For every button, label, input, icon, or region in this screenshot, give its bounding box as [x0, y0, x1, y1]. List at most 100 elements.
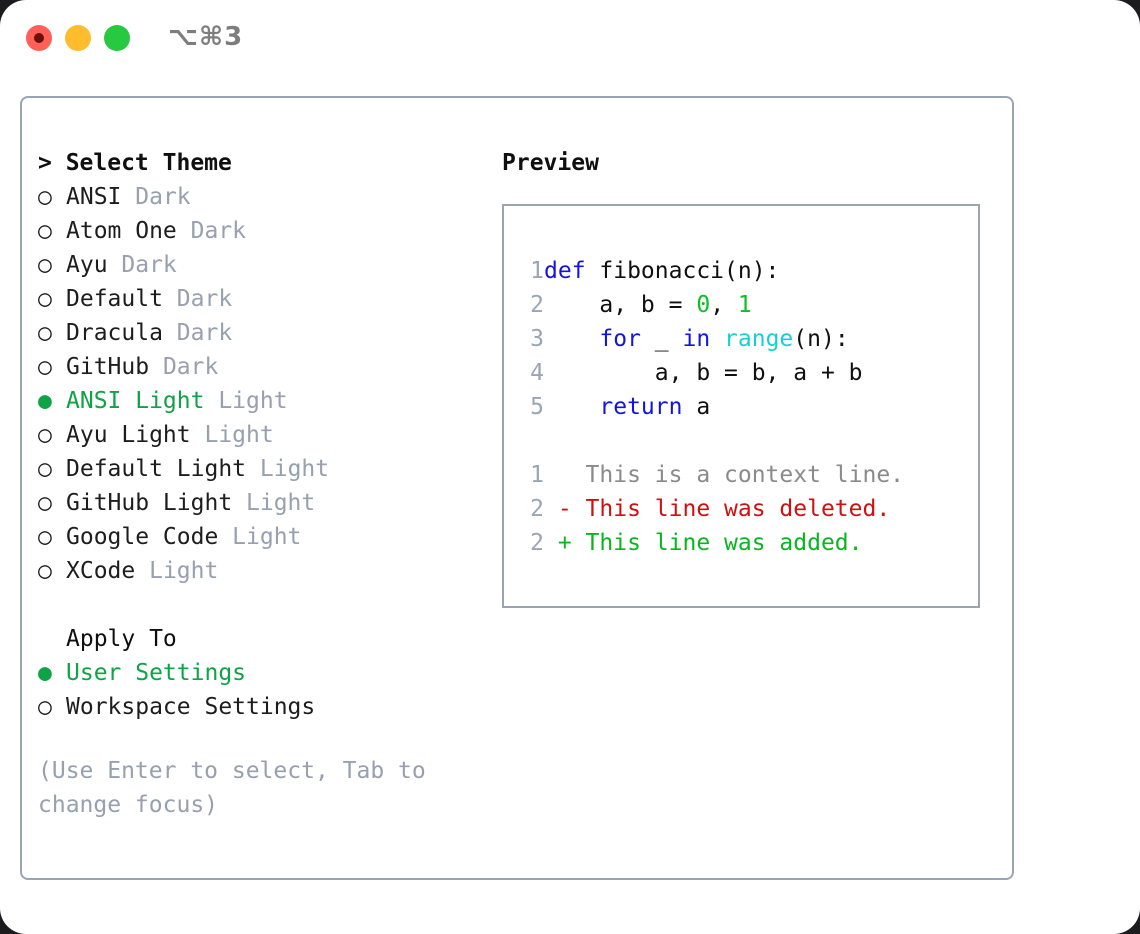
theme-name-label: Atom One — [66, 218, 191, 244]
radio-unselected-icon: ○ — [38, 694, 52, 720]
theme-name-label: GitHub Light — [66, 490, 247, 516]
apply-to-list[interactable]: ●User Settings ○ Workspace Settings — [38, 656, 498, 724]
code-token — [544, 394, 599, 420]
theme-variant-tag: Light — [218, 388, 288, 414]
apply-to-label: Workspace Settings — [66, 694, 316, 720]
code-line: 1def fibonacci(n): — [518, 254, 904, 288]
code-token: 0 — [696, 292, 711, 318]
keyboard-shortcut-label: ⌥⌘3 — [168, 22, 244, 52]
preview-gap — [518, 424, 904, 458]
close-button-icon[interactable] — [26, 25, 52, 51]
line-number: 5 — [530, 394, 544, 420]
code-token: a, b = b, a + b — [544, 360, 863, 386]
theme-list-item[interactable]: ○Dracula Dark — [38, 316, 498, 350]
theme-list-item[interactable]: ○Ayu Dark — [38, 248, 498, 282]
code-token: 1 — [737, 292, 752, 318]
code-token: in — [682, 326, 711, 352]
theme-variant-tag: Dark — [176, 320, 233, 346]
theme-list-item[interactable]: ○ ANSI Dark — [38, 180, 498, 214]
radio-unselected-icon: ○ — [38, 184, 52, 210]
radio-unselected-icon: ○ — [38, 558, 52, 584]
code-line: 3 for _ in range(n): — [518, 322, 904, 356]
theme-list-item[interactable]: ○XCode Light — [38, 554, 498, 588]
code-token: a — [682, 394, 711, 420]
theme-list-item[interactable]: ○ GitHub Light Light — [38, 486, 498, 520]
apply-to-header-indent — [38, 622, 66, 656]
content-frame: > Select Theme ○ANSI Dark○Atom One Dark○… — [20, 96, 1014, 880]
theme-name-label: Default Light — [66, 456, 260, 482]
traffic-light-buttons — [26, 25, 130, 51]
radio-unselected-icon: ○ — [38, 218, 52, 244]
theme-name-label: GitHub — [66, 354, 163, 380]
radio-unselected-icon: ○ — [38, 286, 52, 312]
line-number: 1 — [530, 258, 544, 284]
theme-variant-tag: Dark — [162, 354, 219, 380]
radio-unselected-icon: ○ — [38, 422, 52, 448]
code-line: 5 return a — [518, 390, 904, 424]
theme-name-label: ANSI Light — [66, 388, 219, 414]
diff-line: 2 + This line was added. — [518, 526, 904, 560]
theme-list[interactable]: ○ ANSI Dark ○ Atom One Dark ○Ayu Dark ○ Defaul… — [38, 180, 498, 588]
theme-name-label: ANSI — [66, 184, 136, 210]
code-token: - This line was deleted. — [544, 496, 891, 522]
theme-name-label: Ayu Light — [66, 422, 205, 448]
theme-variant-tag: Light — [232, 524, 302, 550]
two-column-layout: > Select Theme ○ANSI Dark○Atom One Dark○… — [22, 98, 1012, 878]
theme-name-label: Default — [66, 286, 177, 312]
radio-unselected-icon: ○ — [38, 354, 52, 380]
code-token: return — [599, 394, 683, 420]
apply-to-item[interactable]: ○ Workspace Settings — [38, 690, 498, 724]
theme-list-item[interactable]: ● ANSI Light Light — [38, 384, 498, 418]
theme-list-item[interactable]: ○ Atom One Dark — [38, 214, 498, 248]
theme-list-item[interactable]: ○ Default Light Light — [38, 452, 498, 486]
code-line: 2 a, b = 0, 1 — [518, 288, 904, 322]
line-number: 2 — [530, 292, 544, 318]
code-token — [710, 326, 724, 352]
apply-to-header: Apply To — [38, 622, 498, 656]
radio-unselected-icon: ○ — [38, 456, 52, 482]
diff-line: 2 - This line was deleted. — [518, 492, 904, 526]
code-token: (n): — [793, 326, 849, 352]
select-theme-header: > Select Theme — [38, 150, 232, 176]
theme-variant-tag: Dark — [135, 184, 191, 210]
theme-variant-tag: Light — [246, 490, 316, 516]
code-token: for — [599, 326, 641, 352]
code-line: 4 a, b = b, a + b — [518, 356, 904, 390]
radio-unselected-icon: ○ — [38, 524, 52, 550]
code-token: fibonacci(n): — [585, 258, 780, 284]
line-number: 1 — [530, 462, 544, 488]
theme-variant-tag: Light — [149, 558, 219, 584]
line-number: 2 — [530, 496, 544, 522]
radio-unselected-icon: ○ — [38, 490, 52, 516]
radio-selected-icon: ● — [38, 388, 52, 414]
apply-to-header-label: Apply To — [66, 626, 177, 652]
code-token: , — [710, 292, 738, 318]
theme-variant-tag: Dark — [190, 218, 247, 244]
radio-selected-icon: ● — [38, 660, 52, 686]
theme-list-item[interactable]: ○Ayu Light Light — [38, 418, 498, 452]
theme-variant-tag: Light — [259, 456, 330, 482]
maximize-button-icon[interactable] — [104, 25, 130, 51]
code-token: range — [724, 326, 794, 352]
title-bar: ⌥⌘3 — [0, 0, 1140, 78]
list-spacer — [38, 588, 498, 622]
apply-to-item[interactable]: ●User Settings — [38, 656, 498, 690]
code-token: + This line was added. — [544, 530, 863, 556]
keyboard-hint-text: (Use Enter to select, Tab to change focu… — [38, 758, 440, 818]
hint-spacer — [38, 724, 498, 754]
code-token: def — [544, 258, 586, 284]
code-token: _ — [640, 326, 683, 352]
code-token — [544, 326, 599, 352]
theme-list-item[interactable]: ○Default Dark — [38, 282, 498, 316]
theme-list-item[interactable]: ○ Google Code Light — [38, 520, 498, 554]
code-token: a, b = — [544, 292, 697, 318]
theme-selector-pane: > Select Theme ○ANSI Dark○Atom One Dark○… — [38, 146, 498, 822]
minimize-button-icon[interactable] — [65, 25, 91, 51]
theme-name-label: Google Code — [66, 524, 233, 550]
line-number: 2 — [530, 530, 544, 556]
theme-list-item[interactable]: ○ GitHub Dark — [38, 350, 498, 384]
theme-name-label: Dracula — [66, 320, 177, 346]
